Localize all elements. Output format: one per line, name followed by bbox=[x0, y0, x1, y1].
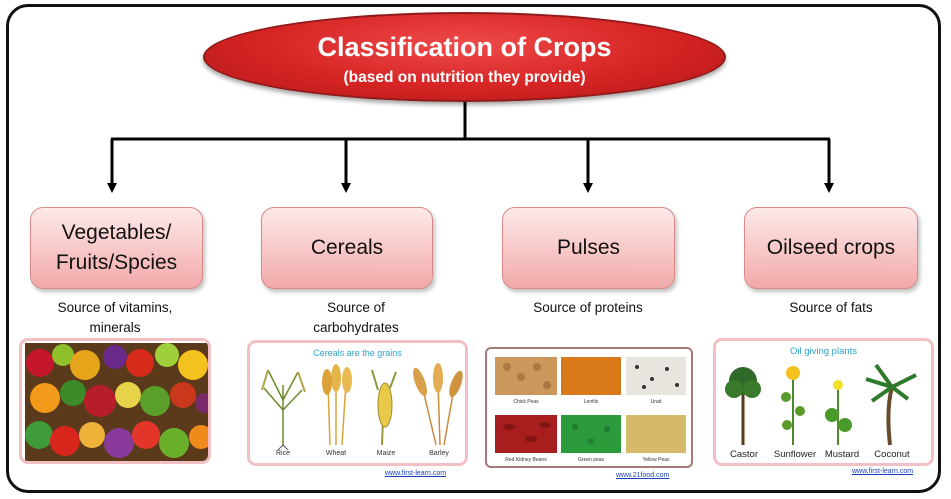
maize-label: Maize bbox=[376, 450, 396, 457]
rice-label: Rice bbox=[275, 450, 290, 457]
description-line1: Source of proteins bbox=[533, 300, 643, 315]
description-line2: minerals bbox=[89, 319, 141, 335]
category-pulses: Pulses bbox=[502, 207, 675, 289]
category-vegetables: Vegetables/ Fruits/Spcies bbox=[30, 207, 203, 289]
description-cereals: Source of carbohydrates bbox=[256, 298, 456, 337]
castor-plant bbox=[725, 367, 761, 445]
cereals-caption: Cereals are the grains bbox=[313, 348, 402, 358]
sunflower-label: Sunflower bbox=[773, 449, 817, 460]
vegetables-image bbox=[19, 338, 211, 464]
description-oilseed: Source of fats bbox=[731, 298, 931, 318]
title-main: Classification of Crops bbox=[317, 32, 612, 62]
coconut-plant bbox=[865, 363, 917, 446]
cereal-plants bbox=[261, 363, 463, 450]
yellow-peas-label: Yellow Peas bbox=[642, 457, 670, 463]
description-line1: Source of bbox=[327, 300, 385, 315]
lentils-label: Lentils bbox=[583, 399, 599, 405]
title-ellipse: Classification of Crops (based on nutrit… bbox=[203, 12, 726, 102]
mustard-plant bbox=[825, 380, 852, 445]
description-line1: Source of fats bbox=[789, 300, 873, 315]
barley-label: Barley bbox=[429, 450, 449, 457]
wheat-label: Wheat bbox=[325, 450, 347, 457]
description-line1: Source of vitamins, bbox=[57, 300, 173, 315]
urad-label: Urad bbox=[650, 399, 662, 405]
wheat-plant bbox=[322, 364, 352, 446]
chick-peas-label: Chick Peas bbox=[513, 399, 539, 405]
oilseed-source-link[interactable]: www.first-learn.com bbox=[852, 468, 914, 475]
cereals-source-link[interactable]: www.first-learn.com bbox=[385, 470, 447, 477]
category-label-line2: Fruits/Spcies bbox=[55, 251, 178, 274]
mustard-label: Mustard bbox=[824, 449, 860, 460]
category-label: Pulses bbox=[556, 235, 621, 259]
category-cereals: Cereals bbox=[261, 207, 433, 289]
outer-frame bbox=[6, 4, 941, 493]
description-pulses: Source of proteins bbox=[488, 298, 688, 318]
pulses-image: Chick Peas Lentils Urad Red Kidney Beans… bbox=[485, 347, 693, 468]
title-subtitle: (based on nutrition they provide) bbox=[343, 69, 586, 86]
green-peas-label: Green peas bbox=[577, 457, 605, 463]
category-label: Oilseed crops bbox=[766, 235, 896, 259]
vegetables-picture bbox=[25, 343, 208, 461]
category-oilseed: Oilseed crops bbox=[744, 207, 918, 289]
sunflower-plant bbox=[781, 366, 805, 445]
oil-plants bbox=[725, 363, 917, 446]
red-kidney-beans-label: Red Kidney Beans bbox=[505, 457, 547, 463]
cereals-image: Cereals are the grains Rice Wheat Maize … bbox=[247, 340, 468, 466]
description-vegetables: Source of vitamins, minerals bbox=[20, 298, 210, 337]
maize-plant bbox=[371, 369, 397, 446]
barley-plant bbox=[413, 363, 463, 446]
category-label: Cereals bbox=[310, 235, 384, 259]
rice-plant bbox=[261, 369, 306, 450]
oilseed-image: Oil giving plants Castor Sunflower Musta… bbox=[713, 338, 934, 466]
description-line2: carbohydrates bbox=[313, 319, 399, 335]
pulses-source-link[interactable]: www.21food.com bbox=[616, 472, 670, 479]
pulses-grid bbox=[495, 357, 686, 453]
oilseed-caption: Oil giving plants bbox=[789, 346, 858, 357]
coconut-label: Coconut bbox=[874, 449, 910, 460]
castor-label: Castor bbox=[730, 449, 758, 460]
category-label-line1: Vegetables/ bbox=[61, 220, 172, 244]
